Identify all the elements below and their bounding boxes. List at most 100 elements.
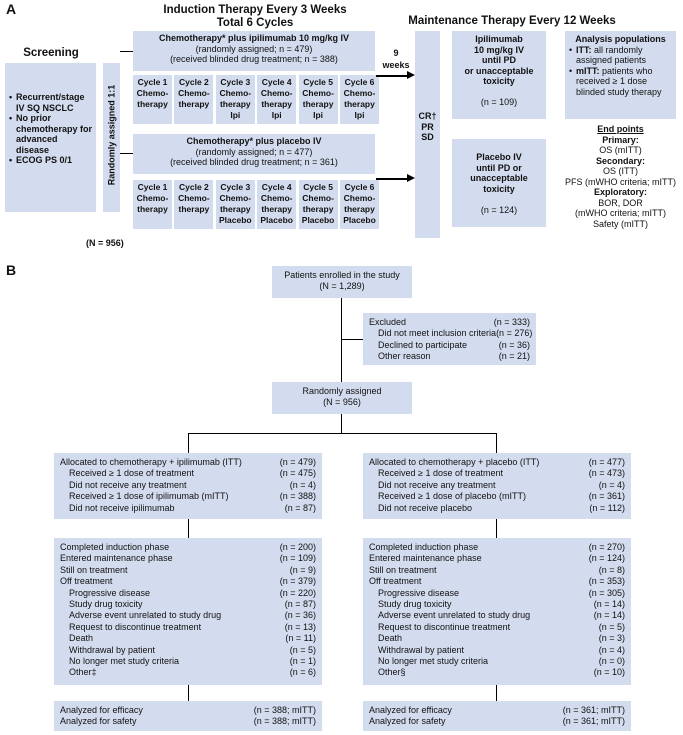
- analysis-populations-box: Analysis populations ITT: all randomly a…: [565, 31, 676, 119]
- right-followup-box: Completed induction phase(n = 270)Entere…: [363, 538, 631, 685]
- flow-row: Withdrawal by patient(n = 5): [60, 645, 316, 656]
- cycle-line: Chemo-: [136, 193, 169, 203]
- flow-row-value: (n = 276): [496, 328, 533, 339]
- connector: [188, 685, 189, 701]
- flow-row: Excluded (n = 333): [369, 317, 530, 328]
- maintenance-line: until PD or: [476, 162, 522, 173]
- randomized-b-label: Randomly assigned: [302, 386, 382, 396]
- flow-row: Withdrawal by patient(n = 4): [369, 645, 625, 656]
- endpoint-item: Safety (mITT): [592, 218, 648, 229]
- cycle-line: Ipi: [354, 110, 365, 120]
- cycle-line: therapy: [261, 204, 293, 214]
- endpoint-item: OS (ITT): [603, 166, 638, 176]
- flow-row-value: (n = 473): [588, 468, 625, 479]
- flow-row-value: (n = 11): [285, 633, 316, 644]
- flow-row-label: Request to discontinue treatment: [69, 621, 202, 632]
- flow-row-value: (n = 475): [279, 468, 316, 479]
- cycle-line: therapy: [137, 204, 168, 214]
- flow-row: Request to discontinue treatment(n = 13): [60, 622, 316, 633]
- endpoint-item: PFS (mWHO criteria; mITT): [565, 176, 676, 187]
- analysis-key: ITT:: [576, 44, 592, 55]
- cycle-line: therapy: [344, 204, 375, 214]
- flow-row-value: (n = 109): [279, 553, 316, 564]
- flow-row-label: Death: [69, 633, 94, 644]
- flow-row-label: Did not receive placebo: [378, 502, 473, 513]
- maintenance-line: until PD: [482, 55, 516, 65]
- cycle-line: Chemo-: [343, 88, 376, 98]
- endpoint-item: OS (mITT): [599, 145, 642, 155]
- flow-row-value: (n = 36): [284, 610, 316, 621]
- flow-row: Off treatment(n = 353): [369, 576, 625, 587]
- flow-row: Did not receive any treatment(n = 4): [60, 480, 316, 491]
- flow-row: Did not receive placebo(n = 112): [369, 503, 625, 514]
- flow-row-label: Declined to participate: [378, 339, 468, 350]
- flow-row-label: Allocated to chemotherapy + placebo (ITT…: [369, 457, 540, 467]
- flow-row-value: (n = 14): [593, 599, 625, 610]
- flow-row: Request to discontinue treatment(n = 5): [369, 622, 625, 633]
- connector: [120, 153, 133, 154]
- ipi-arm-received: (received blinded drug treatment; n = 38…: [170, 54, 338, 64]
- cycle-line: Cycle 6: [344, 182, 375, 192]
- flow-row: No longer met study criteria(n = 1): [60, 656, 316, 667]
- cycle-line: Placebo: [301, 215, 335, 225]
- induction-subtitle: Total 6 Cycles: [216, 17, 294, 29]
- endpoint-item: BOR, DOR: [598, 197, 643, 208]
- analysis-title: Analysis populations: [575, 34, 666, 44]
- flow-row-value: (n = 0): [598, 656, 625, 667]
- endpoints-title: End points: [597, 124, 644, 134]
- flow-row-label: Excluded: [369, 317, 407, 327]
- flow-row-label: Still on treatment: [369, 564, 437, 575]
- connector: [496, 433, 497, 453]
- flow-row-value: (n = 361; mITT): [562, 705, 625, 715]
- flow-row-value: (n = 388; mITT): [253, 716, 316, 727]
- placebo-arm-randomized: (randomly assigned; n = 477): [195, 146, 313, 157]
- flow-row-label: Did not receive any treatment: [69, 479, 187, 490]
- endpoint-heading: Secondary:: [595, 155, 646, 166]
- flow-row-label: Adverse event unrelated to study drug: [69, 610, 222, 621]
- flow-row-value: (n = 361): [588, 491, 625, 502]
- connector: [341, 414, 342, 433]
- analysis-population: ITT: all randomly assigned patients: [569, 45, 672, 66]
- flow-row: Received ≥ 1 dose of placebo (mITT)(n = …: [369, 491, 625, 502]
- cycle-line: therapy: [137, 99, 168, 109]
- cycle-line: Cycle 3: [220, 77, 251, 87]
- cycle-line: Cycle 6: [344, 77, 375, 87]
- maintenance-title: Maintenance Therapy Every 12 Weeks: [408, 15, 616, 27]
- left-followup-box: Completed induction phase(n = 200)Entere…: [54, 538, 322, 685]
- connector: [188, 433, 189, 453]
- maintenance-line: Ipilimumab: [475, 34, 523, 44]
- panel-b-letter: B: [6, 262, 17, 278]
- flow-row-label: Received ≥ 1 dose of ipilimumab (mITT): [69, 491, 229, 502]
- flow-row-value: (n = 333): [493, 317, 530, 327]
- flow-row-value: (n = 1): [289, 656, 316, 667]
- cycle-line: Chemo-: [219, 193, 252, 203]
- flow-row-value: (n = 477): [588, 457, 625, 467]
- flow-row-label: Withdrawal by patient: [378, 644, 465, 655]
- flow-row-label: Did not meet inclusion criteria: [378, 328, 497, 339]
- maintenance-line: or unacceptable: [464, 65, 534, 76]
- response-category: SD: [421, 132, 434, 142]
- flow-row-label: Adverse event unrelated to study drug: [378, 610, 531, 621]
- flow-row: Progressive disease(n = 305): [369, 588, 625, 599]
- flow-row-label: Progressive disease: [69, 587, 151, 598]
- endpoint-heading: Exploratory:: [593, 187, 647, 197]
- connector: [341, 339, 363, 340]
- flow-row-label: Received ≥ 1 dose of treatment: [378, 468, 504, 479]
- analysis-list: ITT: all randomly assigned patientsmITT:…: [569, 45, 672, 98]
- flow-row-value: (n = 3): [598, 633, 625, 644]
- flow-row-value: (n = 36): [498, 339, 530, 350]
- flow-row-label: Analyzed for efficacy: [60, 705, 143, 715]
- flow-row-label: Entered maintenance phase: [369, 553, 482, 564]
- maintenance-line: Placebo IV: [476, 152, 522, 162]
- flow-row-label: Death: [378, 633, 403, 644]
- ipi-arm-randomized: (randomly assigned; n = 479): [195, 43, 313, 54]
- randomized-label: Randomly assigned 1:1: [106, 84, 117, 186]
